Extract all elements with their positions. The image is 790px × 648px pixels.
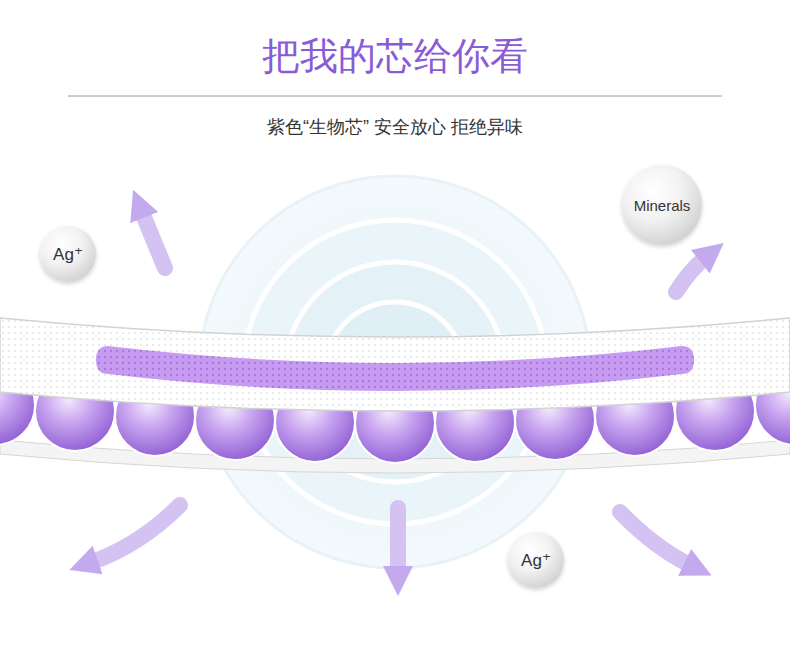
top-layer: [0, 318, 790, 411]
element-label: Ag⁺: [521, 550, 551, 571]
purple-core: [96, 346, 694, 391]
element-ball: Ag⁺: [40, 226, 96, 282]
element-ball: Minerals: [622, 165, 702, 245]
element-label: Ag⁺: [53, 244, 83, 265]
element-label: Minerals: [634, 197, 691, 214]
divider-line: [68, 96, 722, 97]
subtitle: 紫色“生物芯” 安全放心 拒绝异味: [0, 114, 790, 140]
page-title: 把我的芯给你看: [0, 32, 790, 80]
element-ball: Ag⁺: [508, 532, 564, 588]
